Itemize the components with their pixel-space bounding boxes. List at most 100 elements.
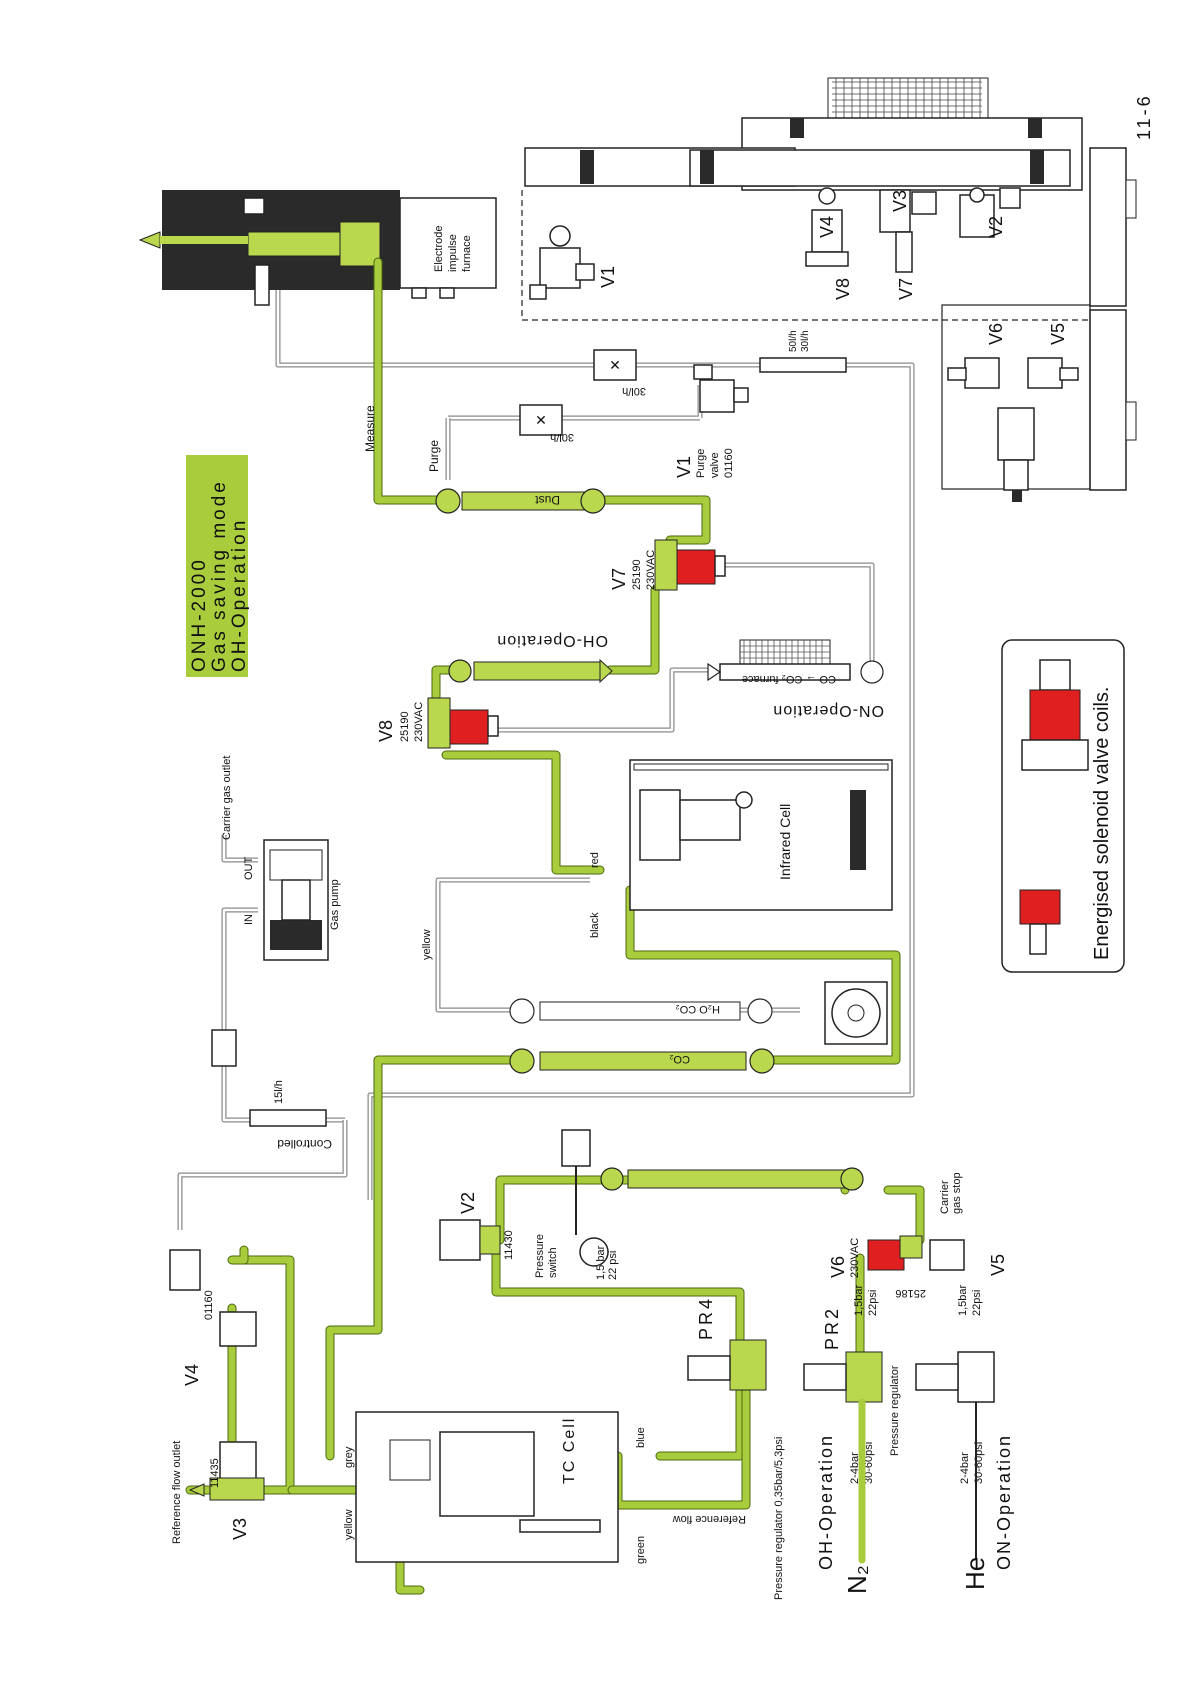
flow-30lh-purge: 30l/h	[550, 431, 574, 443]
co-furnace-label: CO → CO₂ furnace	[742, 673, 836, 685]
title-line1: ONH-2000	[189, 557, 210, 672]
valve-v5: V5 Carrier gas stop	[929, 1172, 1008, 1276]
measure-flowmeter: 30l/h ✕	[593, 349, 646, 397]
v7-label: V7	[609, 568, 629, 590]
gas-pump-label: Gas pump	[329, 879, 341, 930]
carrier-gas-stop-2: gas stop	[951, 1172, 963, 1214]
dust-label: Dust	[535, 493, 560, 507]
he-reg-1: 1,5bar	[957, 1284, 969, 1316]
measure-label: Measure	[363, 405, 377, 452]
carrier-gas-stop-1: Carrier	[939, 1180, 951, 1214]
pressure-regulator-pr2: PR2 1,5bar 22psi Pressure regulator 2-4b…	[803, 1284, 901, 1484]
v8-label: V8	[376, 720, 396, 742]
title-line3: OH-Operation	[229, 518, 250, 672]
v6-code: 25186	[895, 1287, 926, 1299]
electrode-impulse-furnace: Electrode impulse furnace	[138, 190, 497, 306]
oh-operation-label: OH-Operation	[496, 632, 608, 649]
flow-15lh-label: 15l/h	[273, 1080, 285, 1104]
v8-desc-1: 25190	[399, 711, 411, 742]
valve-v1-top: V1	[529, 225, 618, 300]
green-label: green	[635, 1536, 647, 1564]
v4-top-label: V4	[817, 216, 837, 238]
pump-in-label: IN	[243, 914, 255, 925]
page-number: 11-6	[1134, 93, 1154, 140]
controlled-flowmeter: 15l/h Controlled	[211, 1029, 332, 1151]
v2-top-label: V2	[986, 216, 1006, 238]
title-line2: Gas saving mode	[209, 479, 230, 672]
pressure-regulator-he: 1,5bar 22psi 2-4bar 30-60psi	[915, 1284, 995, 1484]
infrared-cell: Infrared Cell red black yellow	[421, 759, 893, 960]
legend-label: Energised solenoid valve coils.	[1091, 687, 1113, 961]
reference-flow-outlet-label: Reference flow outlet	[171, 1441, 183, 1544]
valve-v2: V2 11430	[439, 1192, 515, 1261]
v1-desc-1: Purge	[695, 449, 707, 478]
v1-desc-2: valve	[709, 452, 721, 478]
v5-top-label: V5	[1048, 323, 1068, 345]
v3-label: V3	[230, 1518, 250, 1540]
svg-text:✕: ✕	[535, 412, 547, 428]
on-operation-label: ON-Operation	[772, 702, 884, 719]
v1-desc-3: 01160	[723, 448, 735, 478]
valve-v7-top: V7 V3	[879, 189, 937, 300]
v2-code: 11430	[503, 1230, 515, 1260]
svg-text:✕: ✕	[609, 357, 621, 373]
v7-desc-2: 230VAC	[645, 550, 657, 590]
pr4-desc: Pressure regulator 0,35bar/5,3psi	[773, 1437, 785, 1600]
oh-operation-bottom: OH-Operation	[816, 1434, 836, 1570]
rotameter-50lh: 50l/h	[788, 330, 799, 352]
v7-top-label: V7	[896, 278, 916, 300]
grey-label: grey	[343, 1446, 355, 1468]
rotameter-top: 50l/h 30l/h	[759, 330, 847, 373]
purge-label: Purge	[427, 440, 441, 472]
yellow-label: yellow	[343, 1509, 355, 1540]
rotameter-30lh: 30l/h	[800, 330, 811, 352]
v6-label: V6	[828, 1256, 848, 1278]
v7-desc-1: 25190	[631, 559, 643, 590]
furnace-label-1: Electrode	[433, 226, 445, 272]
pr4-label: PR4	[696, 1296, 716, 1340]
legend-red-coil-large	[1029, 689, 1081, 741]
black-label: black	[589, 912, 601, 938]
he-reg-2: 22psi	[971, 1290, 983, 1316]
he-pressure-2: 30-60psi	[973, 1442, 985, 1484]
pressure-switch: Pressure switch 1,5 bar 22 psi	[534, 1129, 619, 1280]
legend-red-coil-small	[1019, 889, 1061, 925]
legend-box: Energised solenoid valve coils.	[1001, 639, 1125, 973]
valve-v2-top: V2	[959, 187, 1021, 238]
instrument-chassis	[521, 77, 1137, 491]
pressure-value-1: 1,5 bar	[595, 1245, 607, 1280]
title-block: ONH-2000 Gas saving mode OH-Operation	[186, 455, 250, 677]
dust-filter: Dust	[435, 488, 606, 514]
controlled-label: Controlled	[277, 1137, 332, 1151]
valve-v1-purge: V1 Purge valve 01160	[674, 364, 749, 478]
flow-30lh-measure: 30l/h	[622, 385, 646, 397]
purge-flowmeter: 30l/h ✕	[519, 404, 574, 443]
pump-out-label: OUT	[243, 857, 255, 881]
furnace-label-2: impulse	[447, 234, 459, 272]
he-label: He	[960, 1557, 990, 1590]
oh-operation-tube: OH-Operation	[448, 632, 613, 684]
n2-pressure-2: 30-60psi	[863, 1442, 875, 1484]
co2-label: CO₂	[669, 1053, 690, 1065]
pr2-desc-1: 1,5bar	[853, 1284, 865, 1316]
valve-v8: V8 25190 230VAC	[376, 697, 499, 749]
v8-desc-2: 230VAC	[413, 702, 425, 742]
v3-top-label: V3	[890, 190, 910, 212]
v5-label: V5	[988, 1254, 1008, 1276]
valve-v3: V3 11435 Reference flow outlet	[171, 1441, 265, 1544]
red-label: red	[589, 852, 601, 868]
pressure-switch-1: Pressure	[534, 1234, 546, 1278]
yellow-wire-label: yellow	[421, 929, 433, 960]
v6-top-label: V6	[986, 323, 1006, 345]
v3-code: 11435	[209, 1458, 221, 1488]
v6-desc: 230VAC	[849, 1238, 861, 1278]
pr2-label: PR2	[822, 1306, 842, 1350]
blue-label: blue	[635, 1427, 647, 1448]
reference-flow-label: Reference flow	[673, 1513, 746, 1525]
v8-top-label: V8	[833, 278, 853, 300]
co2-tube: CO₂	[509, 1048, 775, 1074]
valve-v6: V6 230VAC 25186	[828, 1235, 926, 1299]
v4-label: V4	[182, 1364, 202, 1386]
v1-top-label: V1	[598, 266, 618, 288]
